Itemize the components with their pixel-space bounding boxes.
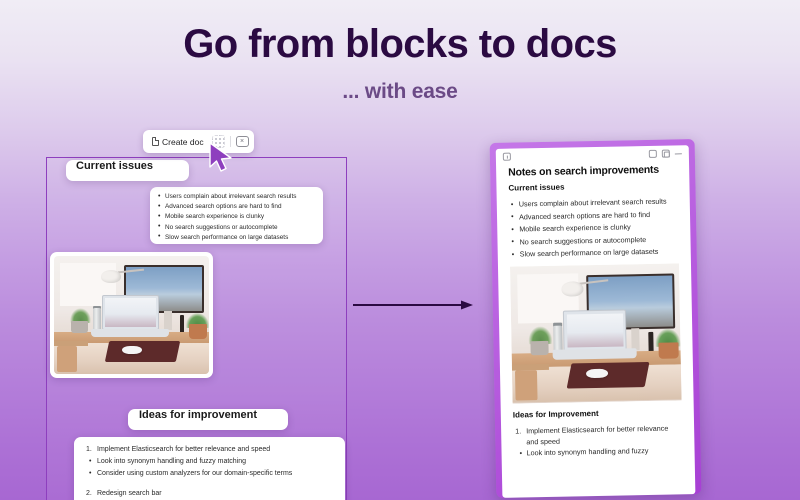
sidebar-icon[interactable] — [661, 149, 670, 158]
list-item: Redesign search bar — [84, 488, 335, 500]
document-icon — [152, 137, 159, 146]
document-section-heading: Current issues — [508, 182, 565, 193]
toolbar-divider — [229, 136, 231, 147]
list-item: Look into synonym handling and fuzzy — [513, 444, 682, 458]
document-window[interactable]: Notes on search improvements Current iss… — [489, 139, 702, 498]
page-title: Go from blocks to docs — [183, 22, 617, 66]
document-title: Notes on search improvements — [508, 163, 660, 179]
list-item: No search suggestions or autocomplete — [156, 222, 315, 233]
list-item: Slow search performance on large dataset… — [156, 232, 315, 243]
spacer — [84, 480, 335, 488]
close-glyph: × — [240, 138, 245, 145]
document-page[interactable]: Notes on search improvements Current iss… — [495, 145, 696, 498]
list-item: Slow search performance on large dataset… — [510, 245, 679, 260]
card-ideas-heading[interactable]: Ideas for improvement — [128, 409, 288, 430]
list-item: Implement Elasticsearch for better relev… — [84, 444, 335, 456]
current-issues-bullet-list: Users complain about irrelevant search r… — [156, 191, 315, 243]
card-desk-photo[interactable] — [50, 252, 213, 378]
minimize-icon[interactable] — [674, 152, 682, 154]
list-item: Look into synonym handling and fuzzy mat… — [84, 456, 335, 468]
list-item: Advanced search options are hard to find — [156, 202, 315, 212]
list-item: Mobile search experience is clunky — [156, 212, 315, 222]
current-issues-heading: Current issues — [76, 160, 154, 172]
transform-arrow — [353, 298, 475, 310]
document-content: Notes on search improvements Current iss… — [496, 161, 695, 458]
list-item: Consider using custom analyzers for our … — [84, 468, 335, 480]
document-section-heading-2: Ideas for Improvement — [512, 408, 599, 420]
clock-icon[interactable] — [502, 152, 511, 161]
document-desk-photo — [509, 262, 682, 404]
create-doc-label: Create doc — [162, 136, 204, 147]
card-current-issues-heading[interactable]: Current issues — [66, 160, 189, 181]
document-bullet-list: Users complain about irrelevant search r… — [509, 195, 679, 260]
create-doc-button[interactable]: Create doc — [149, 135, 207, 149]
card-ideas-list[interactable]: Implement Elasticsearch for better relev… — [74, 437, 345, 500]
floating-toolbar[interactable]: Create doc × — [143, 130, 254, 153]
close-icon[interactable]: × — [235, 136, 249, 147]
panel-icon[interactable] — [648, 149, 657, 158]
document-ordered-list: Implement Elasticsearch for better relev… — [513, 422, 683, 458]
page-header: Go from blocks to docs ... with ease — [0, 22, 800, 104]
card-current-issues-list[interactable]: Users complain about irrelevant search r… — [150, 187, 323, 244]
page-subtitle: ... with ease — [342, 80, 458, 103]
ideas-heading: Ideas for improvement — [139, 409, 257, 421]
list-item: Implement Elasticsearch for better relev… — [513, 422, 682, 447]
dotted-grid-icon[interactable] — [211, 135, 225, 148]
desk-photo-image — [54, 256, 209, 374]
list-item: Users complain about irrelevant search r… — [156, 191, 315, 202]
